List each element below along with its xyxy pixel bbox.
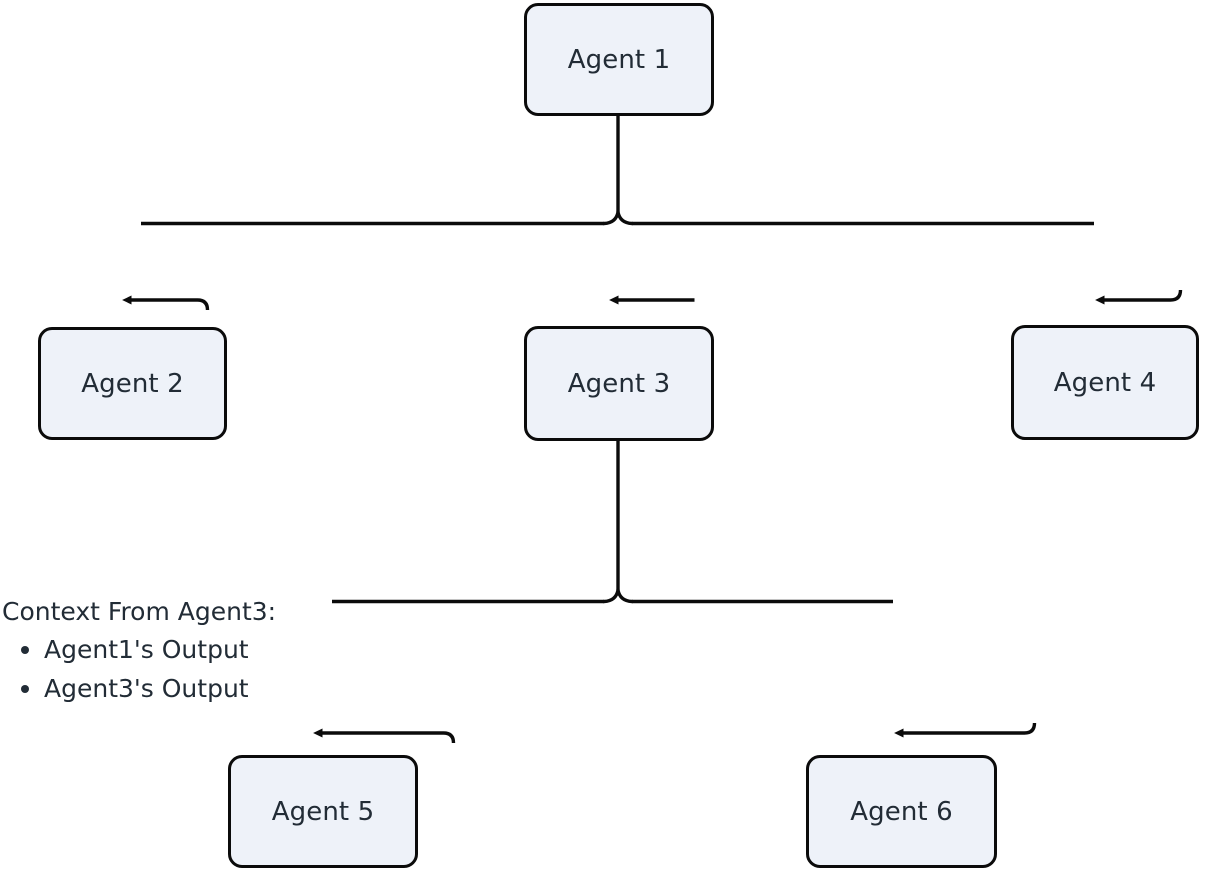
context-annotation-item: Agent3's Output <box>2 669 302 708</box>
node-agent-3-label: Agent 3 <box>567 368 671 399</box>
context-annotation: Context From Agent3: Agent1's Output Age… <box>2 598 302 708</box>
context-annotation-list: Agent1's Output Agent3's Output <box>2 630 302 708</box>
node-agent-4-label: Agent 4 <box>1053 367 1157 398</box>
edge-agent3-to-agent5 <box>313 728 456 744</box>
edge-agent1-to-agent4 <box>1095 289 1183 305</box>
context-annotation-title: Context From Agent3: <box>2 597 277 626</box>
node-agent-2-label: Agent 2 <box>81 368 184 399</box>
node-agent-2[interactable]: Agent 2 <box>38 327 227 440</box>
context-annotation-item-label: Agent3's Output <box>44 674 249 703</box>
edge-agent1-to-bus <box>602 116 634 226</box>
node-agent-6-label: Agent 6 <box>850 796 953 827</box>
node-agent-4[interactable]: Agent 4 <box>1011 325 1199 440</box>
bullet-icon <box>21 684 29 693</box>
node-agent-1[interactable]: Agent 1 <box>524 3 714 116</box>
node-agent-5[interactable]: Agent 5 <box>228 755 418 868</box>
edge-agent1-to-agent2 <box>122 295 210 311</box>
node-agent-6[interactable]: Agent 6 <box>806 755 997 868</box>
node-agent-3[interactable]: Agent 3 <box>524 326 714 441</box>
edge-agent3-to-bus <box>602 441 634 604</box>
edge-agent3-to-agent6 <box>894 722 1037 738</box>
context-annotation-item: Agent1's Output <box>2 630 302 669</box>
context-annotation-item-label: Agent1's Output <box>44 635 249 664</box>
node-agent-5-label: Agent 5 <box>271 796 375 827</box>
bullet-icon <box>21 645 29 654</box>
node-agent-1-label: Agent 1 <box>567 44 671 75</box>
